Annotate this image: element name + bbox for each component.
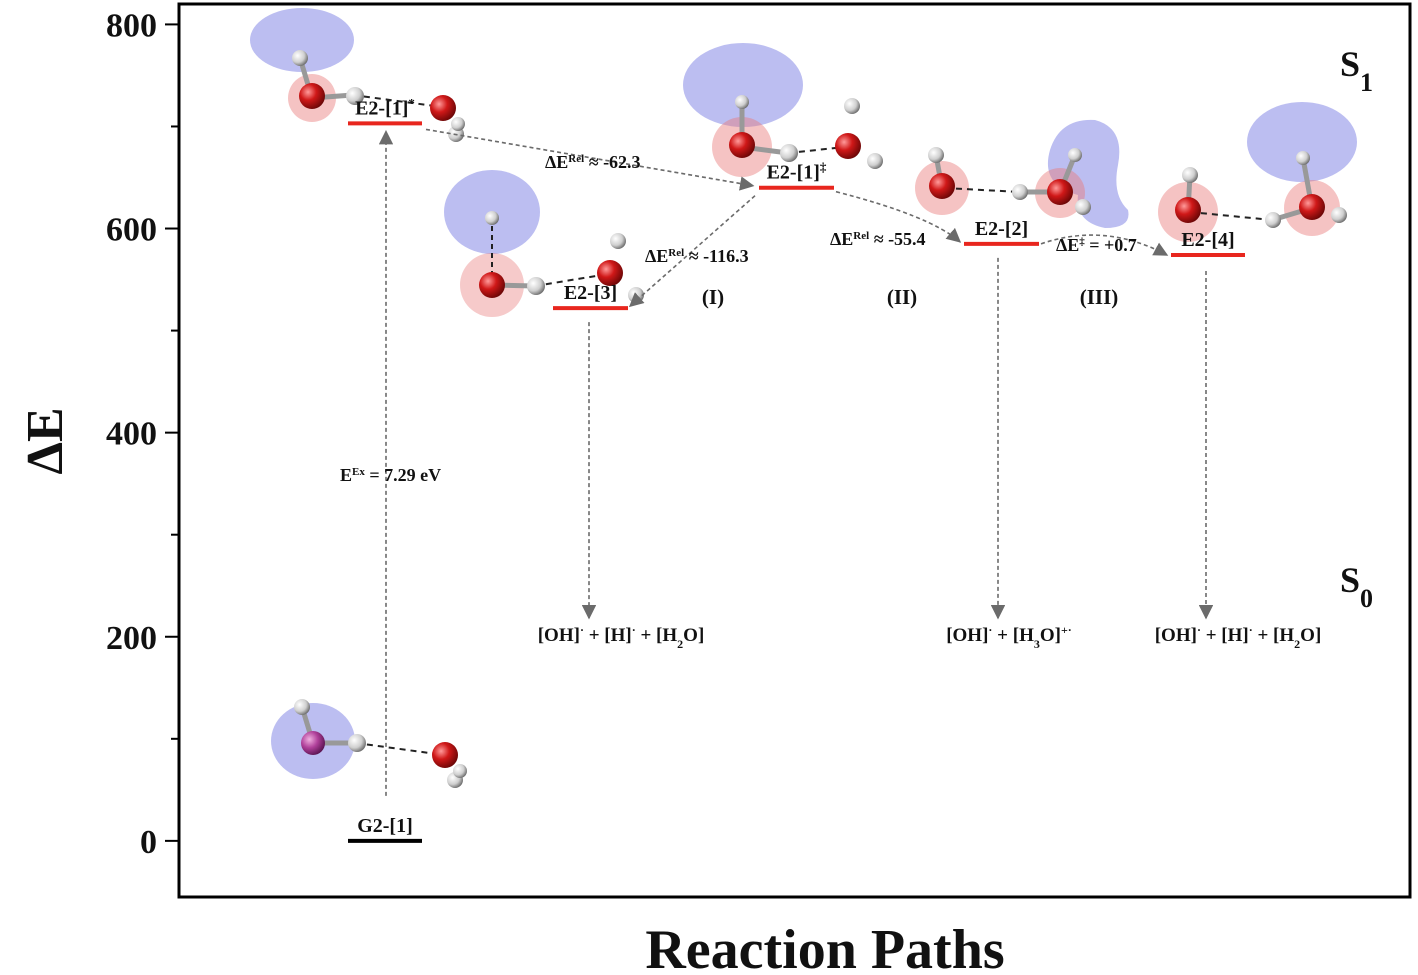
- state-label-e2-1ts: E2-[1]‡: [767, 159, 827, 184]
- molecule-e2-1-ts: [683, 43, 883, 177]
- dissociation-product-label: [OH]· + [H]· + [H2O]: [1155, 623, 1322, 651]
- molecule-g2-1: [271, 699, 467, 788]
- y-tick-label: 0: [140, 824, 157, 861]
- state-label-e2-4: E2-[4]: [1181, 229, 1234, 251]
- state-label-e2-3: E2-[3]: [564, 282, 617, 304]
- molecule-illustrations: [250, 8, 1357, 788]
- electronic-state-label: S1: [1340, 44, 1373, 97]
- y-tick-label: 800: [106, 7, 157, 44]
- reaction-path-label: (III): [1080, 285, 1119, 309]
- dissociation-product-label: [OH]· + [H3O]+·: [946, 623, 1072, 651]
- transition-energy-label: ΔERel ≈ -62.3: [545, 152, 641, 172]
- y-tick-label: 600: [106, 212, 157, 249]
- state-label-g2-1: G2-[1]: [357, 815, 413, 837]
- molecule-e2-4: [1158, 102, 1357, 242]
- y-tick-label: 400: [106, 416, 157, 453]
- excitation-energy-label: EEx = 7.29 eV: [340, 465, 441, 485]
- transition-arrow-4: [1040, 234, 1169, 256]
- transition-arrow-1: [425, 128, 755, 191]
- molecule-e2-1-star: [250, 8, 465, 142]
- molecule-e2-2: [915, 119, 1129, 228]
- y-axis-title: ΔE: [17, 407, 74, 474]
- molecule-e2-3: [444, 170, 644, 317]
- reaction-path-label: (I): [702, 285, 724, 309]
- state-label-e2-1s: E2-[1]*: [355, 95, 415, 120]
- x-axis-title: Reaction Paths: [645, 919, 1004, 975]
- dissociation-product-label: [OH]· + [H]· + [H2O]: [538, 623, 705, 651]
- transition-energy-label: ΔE‡ = +0.7: [1056, 235, 1137, 255]
- transition-energy-label: ΔERel ≈ -55.4: [830, 229, 926, 249]
- state-label-e2-2: E2-[2]: [975, 218, 1028, 240]
- plot-frame: [177, 2, 1412, 899]
- electronic-state-label: S0: [1340, 560, 1373, 613]
- reaction-path-label: (II): [887, 285, 917, 309]
- y-tick-label: 200: [106, 620, 157, 657]
- transition-energy-label: ΔERel ≈ -116.3: [645, 246, 749, 266]
